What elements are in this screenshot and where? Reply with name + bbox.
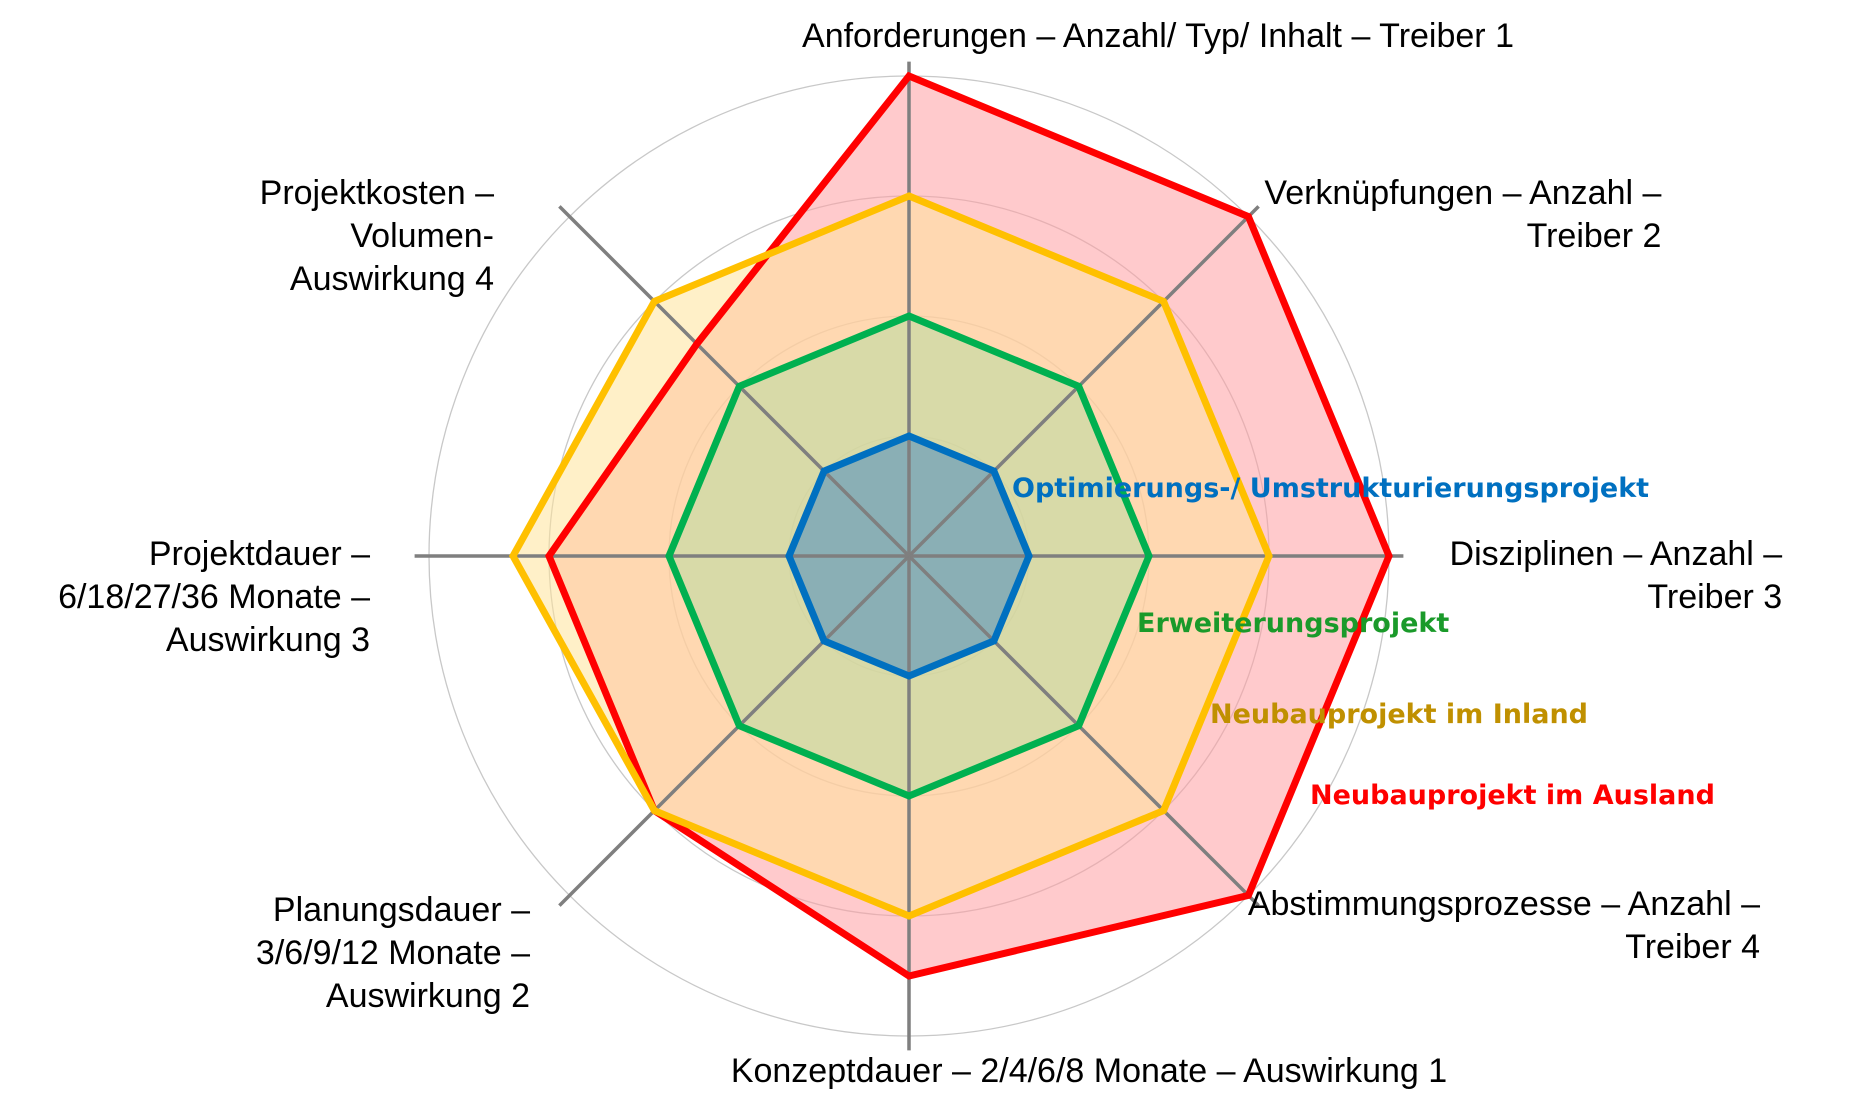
axis-labels: Anforderungen – Anzahl/ Typ/ Inhalt – Tr… (58, 17, 1782, 1090)
axis-label-disziplinen: Disziplinen – Anzahl –Treiber 3 (1450, 535, 1783, 616)
axis-label-konzeptdauer: Konzeptdauer – 2/4/6/8 Monate – Auswirku… (731, 1052, 1447, 1090)
axis-label-abstimmungsprozesse: Abstimmungsprozesse – Anzahl –Treiber 4 (1248, 885, 1760, 966)
axis-line-planungsdauer (558, 554, 911, 907)
axis-label-verknuepfungen: Verknüpfungen – Anzahl –Treiber 2 (1264, 174, 1661, 255)
series-label-1: Neubauprojekt im Ausland (1310, 780, 1715, 811)
series-label-4: Optimierungs-/ Umstrukturierungsprojekt (1012, 473, 1649, 504)
axis-line-projektkosten (558, 205, 911, 558)
axis-label-projektkosten: Projektkosten –Volumen-Auswirkung 4 (260, 174, 494, 298)
axis-label-anforderungen: Anforderungen – Anzahl/ Typ/ Inhalt – Tr… (802, 17, 1514, 55)
series-line-1 (545, 71, 1393, 980)
series-lines (508, 71, 1393, 980)
series-line-2 (508, 192, 1273, 920)
axis-line-abstimmungsprozesse (907, 554, 1260, 907)
axis-line-verknuepfungen (907, 205, 1260, 558)
axis-label-planungsdauer: Planungsdauer –3/6/9/12 Monate –Auswirku… (256, 891, 530, 1015)
radar-axes (414, 61, 1404, 1051)
series-line-4 (785, 432, 1033, 680)
axis-label-projektdauer: Projektdauer –6/18/27/36 Monate –Auswirk… (58, 535, 370, 659)
series-label-2: Neubauprojekt im Inland (1210, 699, 1588, 730)
series-labels: Neubauprojekt im Ausland Neubauprojekt im… (1012, 473, 1715, 811)
series-line-3 (665, 312, 1153, 800)
series-label-3: Erweiterungsprojekt (1137, 608, 1449, 639)
